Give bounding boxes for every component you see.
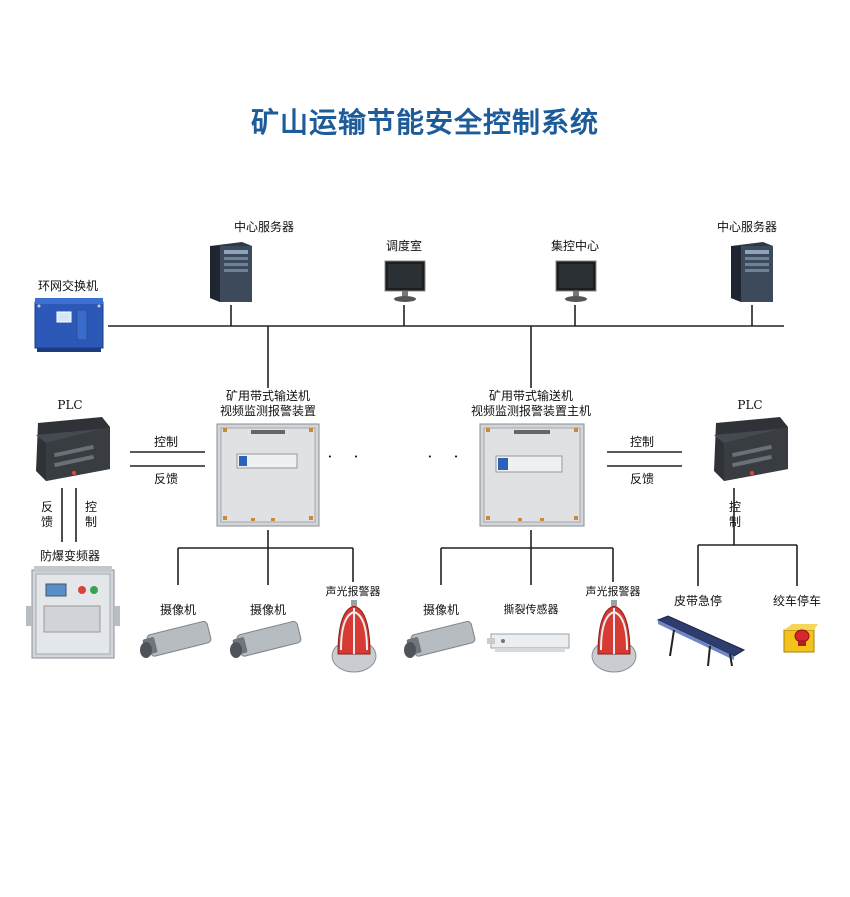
belt-estop-label: 皮带急停 bbox=[673, 594, 723, 608]
ring-switch-label: 环网交换机 bbox=[37, 279, 99, 293]
control-center-monitor-icon bbox=[555, 260, 597, 302]
right-feedback-label: 反馈 bbox=[629, 472, 655, 486]
vertical-control-right-label: 控制 bbox=[728, 500, 741, 529]
camera-2-icon bbox=[230, 620, 302, 658]
alarm-2-label: 声光报警器 bbox=[585, 585, 641, 598]
plc-left-label: PLC bbox=[57, 398, 83, 412]
ring-switch-icon bbox=[34, 298, 104, 352]
winch-stop-label: 绞车停车 bbox=[772, 594, 822, 608]
inverter-label: 防爆变频器 bbox=[39, 549, 101, 563]
belt-conveyor-icon bbox=[656, 615, 746, 667]
dispatch-monitor-icon bbox=[384, 260, 426, 302]
server-right-icon bbox=[731, 242, 773, 302]
camera-2-label: 摄像机 bbox=[249, 603, 287, 617]
control-center-label: 集控中心 bbox=[550, 239, 600, 253]
vertical-feedback-label: 反馈 bbox=[40, 500, 53, 529]
left-feedback-label: 反馈 bbox=[153, 472, 179, 486]
alarm-1-label: 声光报警器 bbox=[325, 585, 381, 598]
server-left-label: 中心服务器 bbox=[233, 220, 295, 234]
host-left-label-line1: 矿用带式输送机 bbox=[225, 389, 311, 403]
server-right-label: 中心服务器 bbox=[716, 220, 778, 234]
tear-sensor-icon bbox=[487, 633, 570, 652]
ellipsis-left: · · bbox=[327, 447, 367, 466]
server-left-icon bbox=[210, 242, 252, 302]
ellipsis-right: · · bbox=[427, 447, 467, 466]
diagram-title: 矿山运输节能安全控制系统 bbox=[250, 106, 599, 139]
camera-3-icon bbox=[404, 620, 476, 658]
plc-right-icon bbox=[714, 417, 788, 481]
alarm-1-icon bbox=[331, 600, 377, 673]
estop-button-icon bbox=[783, 624, 818, 653]
vertical-control-left-label: 控制 bbox=[84, 500, 97, 529]
host-left-cabinet-icon bbox=[216, 423, 320, 527]
plc-left-icon bbox=[36, 417, 110, 481]
dispatch-room-label: 调度室 bbox=[385, 239, 423, 253]
tear-sensor-label: 撕裂传感器 bbox=[503, 603, 559, 616]
plc-right-label: PLC bbox=[737, 398, 763, 412]
alarm-2-icon bbox=[591, 600, 637, 673]
inverter-icon bbox=[26, 566, 120, 659]
host-right-label-line1: 矿用带式输送机 bbox=[488, 389, 574, 403]
camera-1-icon bbox=[140, 620, 212, 658]
camera-1-label: 摄像机 bbox=[159, 603, 197, 617]
host-right-cabinet-icon bbox=[479, 423, 585, 527]
right-control-label: 控制 bbox=[629, 435, 655, 449]
camera-3-label: 摄像机 bbox=[422, 603, 460, 617]
host-left-label-line2: 视频监测报警装置 bbox=[219, 404, 317, 418]
host-right-label-line2: 视频监测报警装置主机 bbox=[470, 404, 592, 418]
left-control-label: 控制 bbox=[153, 435, 179, 449]
